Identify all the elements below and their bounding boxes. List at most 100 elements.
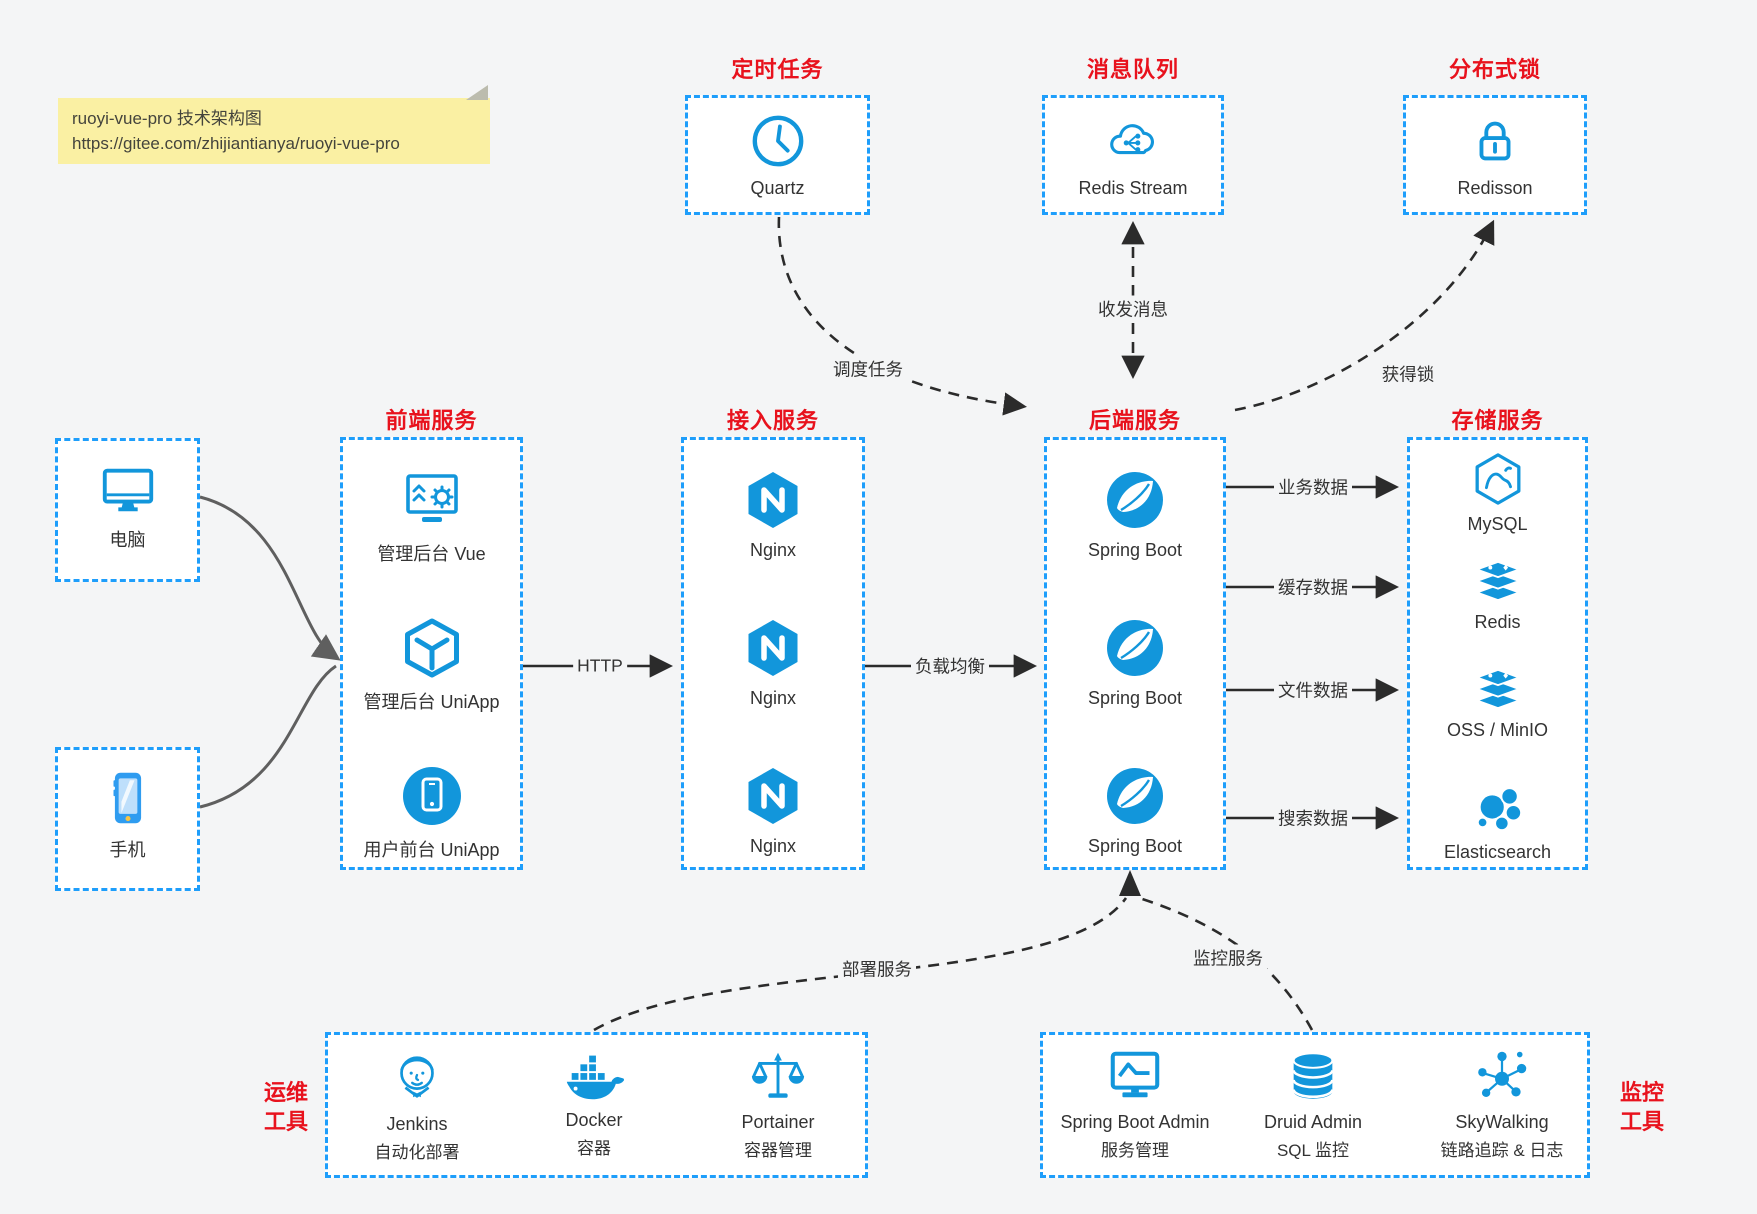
edge-schedule-arrow [777,216,1027,416]
node-spring-boot-admin: Spring Boot Admin 服务管理 [1035,1048,1235,1161]
node-label: Spring Boot [1087,688,1183,708]
node-mysql: MySQL [1407,452,1588,535]
node-sublabel: 链路追踪 & 日志 [1440,1141,1564,1160]
edge-label-monitor: 监控服务 [1189,944,1267,972]
node-label: Elasticsearch [1443,842,1552,862]
node-label: Nginx [749,836,797,856]
node-sublabel: 服务管理 [1101,1141,1169,1160]
node-redisson: Redisson [1403,112,1587,199]
group-title-backend: 后端服务 [1088,408,1181,433]
edge-deploy-arrowhead [1119,870,1141,896]
cube-icon [404,618,459,678]
edge-label-lb: 负载均衡 [911,652,989,680]
node-docker: Docker 容器 [519,1048,669,1159]
group-title-lock: 分布式锁 [1448,57,1541,82]
note-title: ruoyi-vue-pro 技术架构图 [72,109,262,128]
node-label: Redis Stream [1078,178,1188,198]
node-mobile: 手机 [55,768,200,862]
edge-label-cache: 缓存数据 [1274,573,1352,601]
spring-boot-admin-icon [1110,1051,1160,1098]
node-label: MySQL [1467,514,1528,534]
monitoring-tools-title: 监控 工具 [1619,1080,1664,1134]
node-label: SkyWalking [1455,1112,1549,1132]
note-fold-corner [466,85,488,100]
sticky-note: ruoyi-vue-pro 技术架构图 https://gitee.com/zh… [58,85,490,164]
node-label: Redis [1474,612,1521,632]
edge-label-file: 文件数据 [1274,676,1352,704]
edge-label-biz: 业务数据 [1274,473,1352,501]
mysql-icon [1475,453,1520,505]
node-springboot-2: Spring Boot [1044,616,1226,709]
edge-label-search: 搜索数据 [1274,804,1352,832]
ops-tools-title: 运维 工具 [263,1080,308,1134]
edge-pc-to-frontend [199,495,341,661]
node-pc: 电脑 [55,462,200,552]
node-skywalking: SkyWalking 链路追踪 & 日志 [1397,1048,1607,1161]
node-nginx-1: Nginx [681,468,865,561]
node-label: Redisson [1457,178,1533,198]
node-label: Nginx [749,540,797,560]
edge-acquire-lock-arrow [1234,219,1495,412]
node-druid-admin: Druid Admin SQL 监控 [1228,1048,1398,1161]
node-label: Docker [565,1110,623,1130]
node-nginx-3: Nginx [681,764,865,857]
node-label: 手机 [109,840,146,860]
node-sublabel: 容器管理 [744,1141,812,1160]
node-label: 管理后台 Vue [377,544,486,564]
node-jenkins: Jenkins 自动化部署 [342,1048,492,1163]
cloud-stream-icon [1110,124,1154,155]
node-nginx-2: Nginx [681,616,865,709]
computer-icon [102,468,153,512]
phone-circle-icon [402,767,461,825]
edge-label-acquire-lock: 获得锁 [1377,360,1439,388]
node-label: Jenkins [386,1114,448,1134]
node-oss-minio: OSS / MinIO [1407,666,1588,741]
node-user-uniapp: 用户前台 UniApp [340,764,523,862]
node-admin-uniapp: 管理后台 UniApp [340,616,523,714]
node-elasticsearch: Elasticsearch [1407,780,1588,863]
database-icon [1292,1052,1334,1099]
group-title-gateway: 接入服务 [726,408,819,433]
node-sublabel: 自动化部署 [374,1143,460,1162]
mq-box [1042,95,1224,215]
admin-screen-gear-icon [405,474,458,522]
node-portainer: Portainer 容器管理 [698,1048,858,1161]
pc-box [55,438,200,582]
group-title-scheduled: 定时任务 [731,57,824,82]
note-url: https://gitee.com/zhijiantianya/ruoyi-vu… [72,134,400,153]
node-label: 电脑 [109,530,146,550]
group-title-mq: 消息队列 [1086,57,1179,82]
object-storage-icon [1473,668,1522,710]
node-springboot-1: Spring Boot [1044,468,1226,561]
edge-label-schedule: 调度任务 [829,355,907,383]
node-label: Spring Boot [1087,836,1183,856]
nginx-icon [748,472,798,528]
group-title-storage: 存储服务 [1451,408,1544,433]
nginx-icon [748,768,798,824]
node-springboot-3: Spring Boot [1044,764,1226,857]
node-redis-stream: Redis Stream [1042,112,1224,199]
scheduled-box [685,95,870,215]
skywalking-graph-icon [1478,1051,1527,1097]
node-label: 用户前台 UniApp [363,840,500,860]
node-label: Druid Admin [1263,1112,1363,1132]
spring-boot-icon [1107,768,1163,824]
jenkins-icon [400,1056,434,1098]
phone-icon [113,772,141,824]
node-sublabel: 容器 [577,1139,611,1158]
elasticsearch-icon [1476,787,1522,832]
edge-label-http: HTTP [573,654,627,678]
spring-boot-icon [1107,620,1163,676]
node-label: Portainer [741,1112,815,1132]
edge-mobile-to-frontend [199,664,337,809]
node-label: 管理后台 UniApp [363,692,500,712]
node-label: Spring Boot [1087,540,1183,560]
node-redis: Redis [1407,558,1588,633]
clock-icon [752,115,803,167]
node-admin-vue: 管理后台 Vue [340,468,523,566]
lock-box [1403,95,1587,215]
nginx-icon [748,620,798,676]
docker-icon [566,1055,625,1100]
spring-boot-icon [1107,472,1163,528]
